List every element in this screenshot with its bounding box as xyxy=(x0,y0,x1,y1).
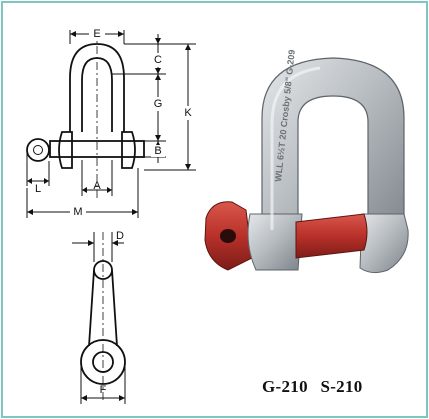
dim-label-l: L xyxy=(35,183,41,195)
dim-label-f: F xyxy=(100,384,107,396)
dim-label-m: M xyxy=(73,206,82,218)
side-view-drawing xyxy=(80,232,126,402)
front-view-dimensions: E C G B K L xyxy=(26,27,196,219)
side-view-dimensions: D F xyxy=(72,230,126,404)
model-number-g210: G-210 xyxy=(262,377,308,396)
model-numbers: G-210 S-210 xyxy=(262,377,371,397)
dim-label-b: B xyxy=(154,145,161,157)
dim-label-d: D xyxy=(116,230,124,242)
dim-label-g: G xyxy=(154,98,163,110)
dim-label-c: C xyxy=(154,54,162,66)
dim-label-k: K xyxy=(184,107,192,119)
dim-label-a: A xyxy=(93,180,101,192)
model-number-s210: S-210 xyxy=(320,377,363,396)
shackle-photo: WLL 6½T 20 Crosby 5/8" G-209 xyxy=(204,49,409,274)
front-view-drawing xyxy=(26,30,145,200)
dim-label-e: E xyxy=(93,28,100,40)
